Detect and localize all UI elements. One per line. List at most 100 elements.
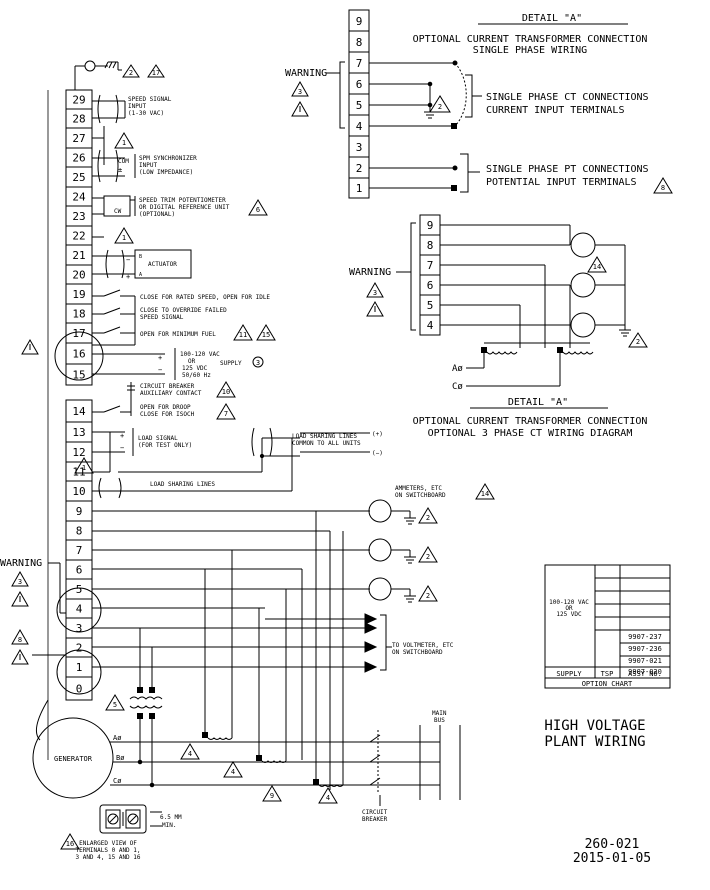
note14-triangle [588,257,606,272]
terminal-mid-7: 7 [427,259,434,272]
highlight-circle [55,332,103,380]
terminal-mid-5: 5 [427,299,434,312]
ground-note-triangle [629,333,647,347]
svg-text:ASSY NO.: ASSY NO. [628,670,662,678]
svg-text:15: 15 [262,331,270,339]
svg-text:14: 14 [481,490,489,498]
phase-a-main: Aø [113,734,122,742]
svg-text:ON SWITCHBOARD: ON SWITCHBOARD [392,649,443,656]
warning-label-mid: WARNING [349,267,391,278]
warning-triangle [367,283,383,297]
svg-text:ON SWITCHBOARD: ON SWITCHBOARD [395,492,446,499]
ammeter-icon [571,233,595,257]
svg-text:1: 1 [122,139,126,147]
svg-text:9907-236: 9907-236 [628,645,662,653]
svg-text:11: 11 [239,331,247,339]
ground-note-triangle [430,96,450,112]
actuator-box [135,250,191,278]
svg-text:6.5 MM: 6.5 MM [160,814,182,821]
svg-text:1: 1 [122,234,126,242]
terminal-0: 0 [76,683,83,696]
terminal-dividers-top [349,31,369,178]
svg-text:+: + [126,273,130,281]
terminal-18: 18 [72,308,85,321]
drawing-title-line2: PLANT WIRING [544,734,645,750]
svg-text:AUXILIARY CONTACT: AUXILIARY CONTACT [140,390,202,397]
terminal-4: 4 [76,603,83,616]
svg-text:(FOR TEST ONLY): (FOR TEST ONLY) [138,442,192,449]
pt-note-triangle [654,178,672,193]
ammeter-icon [369,578,391,600]
svg-text:9: 9 [270,792,274,800]
phase-a-label: Aø [452,364,463,374]
svg-text:SPM SYNCHRONIZER: SPM SYNCHRONIZER [139,155,197,162]
svg-text:6: 6 [256,206,260,214]
svg-text:2: 2 [636,338,640,346]
terminal-mid-4: 4 [427,319,434,332]
detail-top-line1: OPTIONAL CURRENT TRANSFORMER CONNECTION [413,34,648,45]
svg-text:2: 2 [426,592,430,600]
ammeter-icon [571,273,595,297]
terminal-top-6: 6 [356,78,363,91]
terminal-21: 21 [72,249,85,262]
terminal-20: 20 [72,269,85,282]
terminal-strip-top [349,10,369,198]
svg-text:CLOSE TO OVERRIDE FAILED: CLOSE TO OVERRIDE FAILED [140,307,227,314]
terminal-mid-8: 8 [427,239,434,252]
terminal-14: 14 [72,405,86,418]
svg-text:OPEN FOR MINIMUM FUEL: OPEN FOR MINIMUM FUEL [140,331,216,338]
ct-connections-label: SINGLE PHASE CT CONNECTIONS [486,92,649,103]
terminal-10: 10 [72,485,85,498]
svg-text:SPEED SIGNAL: SPEED SIGNAL [128,96,172,103]
terminal-28: 28 [72,113,85,126]
svg-text:INPUT: INPUT [128,103,146,110]
svg-text:MAIN: MAIN [432,710,447,717]
svg-text:OR: OR [188,358,196,365]
svg-text:LOAD SHARING LINES: LOAD SHARING LINES [292,433,357,440]
terminal-11: 11 [72,466,85,479]
svg-text:SPEED TRIM POTENTIOMETER: SPEED TRIM POTENTIOMETER [139,197,226,204]
detail-mid-heading: DETAIL "A" [508,397,568,408]
svg-text:(−): (−) [372,450,383,457]
svg-text:COM: COM [118,158,129,165]
svg-text:9907-237: 9907-237 [628,633,662,641]
svg-text:1: 1 [82,464,86,472]
svg-text:−: − [120,444,124,452]
phase-b-main: Bø [116,754,125,762]
terminal-top-3: 3 [356,141,363,154]
svg-text:4: 4 [231,768,235,776]
svg-text:−: − [158,366,162,374]
highlight-circle [57,650,101,694]
drawing-number: 260-021 [585,837,640,852]
svg-text:CIRCUIT: CIRCUIT [362,809,388,816]
svg-text:4: 4 [188,750,192,758]
ground-icon [404,518,416,602]
svg-text:TO VOLTMETER, ETC: TO VOLTMETER, ETC [392,642,454,649]
svg-text:4: 4 [326,794,330,802]
terminal-1: 1 [76,661,83,674]
warning-triangle [292,102,308,116]
terminal-3: 3 [76,622,83,635]
terminal-29: 29 [72,94,85,107]
svg-text:125 VDC: 125 VDC [556,611,582,618]
ammeter-icon [571,313,595,337]
terminal-12: 12 [72,446,85,459]
svg-text:BUS: BUS [434,717,445,724]
drawing-date: 2015-01-05 [573,851,651,866]
svg-text:14: 14 [593,263,601,271]
svg-text:3: 3 [18,578,22,586]
phase-c-main: Cø [113,777,122,785]
generator [33,718,113,798]
svg-text:LOAD SHARING LINES: LOAD SHARING LINES [150,481,215,488]
svg-text:(+): (+) [372,431,383,438]
svg-text:125 VDC: 125 VDC [182,365,208,372]
svg-text:+: + [158,354,162,362]
warning-triangle [367,302,383,316]
terminal-top-8: 8 [356,36,363,49]
svg-text:17: 17 [152,69,160,77]
svg-text:OPEN FOR DROOP: OPEN FOR DROOP [140,404,191,411]
terminal-labels-top: 9 8 7 6 5 4 3 2 1 [356,15,363,195]
detail-top: DETAIL "A" OPTIONAL CURRENT TRANSFORMER … [285,10,672,198]
terminal-2: 2 [76,642,83,655]
warning-label-top: WARNING [285,68,327,79]
